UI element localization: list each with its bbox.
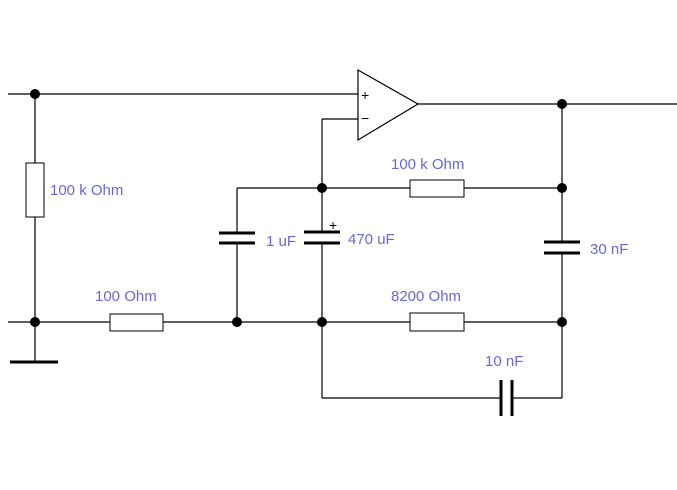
label-r-feedback-top: 100 k Ohm bbox=[391, 156, 464, 173]
capacitor-30nf bbox=[544, 240, 580, 255]
node bbox=[557, 99, 567, 109]
capacitor-470uf: + bbox=[304, 217, 340, 245]
junction-nodes bbox=[30, 89, 567, 327]
node bbox=[30, 317, 40, 327]
label-c-10nf: 10 nF bbox=[485, 353, 523, 370]
opamp-triangle bbox=[357, 68, 420, 142]
wires bbox=[8, 93, 677, 399]
label-c-1uf: 1 uF bbox=[266, 233, 296, 250]
capacitor-1uf bbox=[219, 231, 255, 245]
node bbox=[317, 317, 327, 327]
label-r-input: 100 k Ohm bbox=[50, 182, 123, 199]
node bbox=[557, 317, 567, 327]
capacitor-10nf bbox=[499, 380, 514, 416]
label-c-30nf: 30 nF bbox=[590, 241, 628, 258]
node bbox=[317, 183, 327, 193]
resistor-100-ohm bbox=[109, 313, 164, 332]
polarity-plus-sign: + bbox=[329, 217, 337, 233]
opamp: + − bbox=[357, 68, 420, 142]
resistor-100k-feedback bbox=[409, 179, 465, 198]
label-r-feedback-bottom: 8200 Ohm bbox=[391, 288, 461, 305]
node bbox=[232, 317, 242, 327]
label-r-series: 100 Ohm bbox=[95, 288, 157, 305]
label-c-470uf: 470 uF bbox=[348, 231, 395, 248]
opamp-plus-sign: + bbox=[361, 87, 369, 103]
resistor-8200-ohm bbox=[409, 312, 465, 332]
node bbox=[30, 89, 40, 99]
resistor-100k-input bbox=[25, 162, 45, 218]
node bbox=[557, 183, 567, 193]
opamp-minus-sign: − bbox=[361, 110, 369, 126]
